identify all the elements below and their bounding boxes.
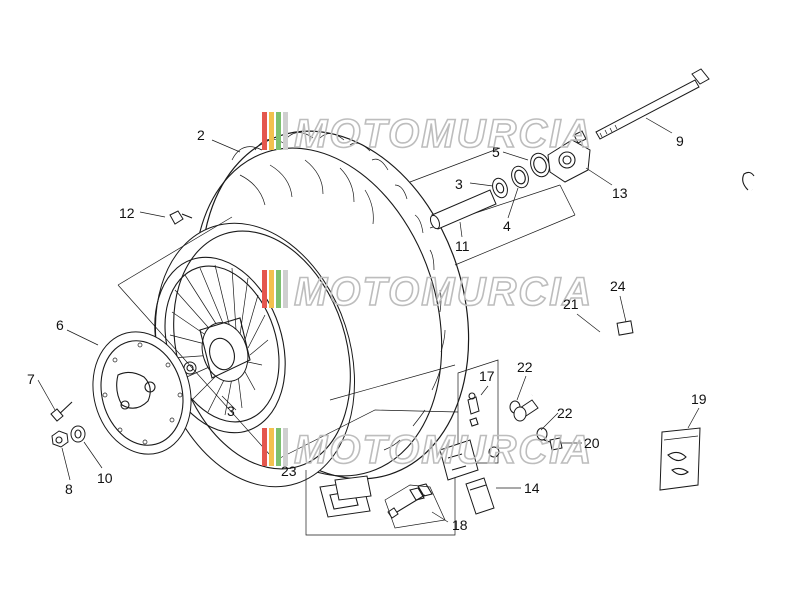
callout-banjo-bolt: 20 — [584, 435, 600, 451]
disc-bolt — [50, 401, 73, 422]
watermark-stripe — [276, 270, 281, 308]
callout-hub-bearing: 3 — [227, 403, 235, 419]
callout-hose-sleeve: 24 — [610, 278, 626, 294]
callout-brake-disc: 6 — [56, 317, 64, 333]
disc-washer — [70, 425, 86, 443]
watermark-stripe — [269, 428, 274, 466]
pad-pin-kit — [384, 483, 446, 529]
pad-spring — [465, 477, 495, 515]
callout-pad-spring: 14 — [524, 480, 540, 496]
speedometer-drive — [547, 130, 591, 183]
axle-spacer — [429, 189, 497, 230]
callout-disc-bolt: 7 — [27, 371, 35, 387]
caliper-body — [439, 439, 500, 481]
callout-tire: 2 — [197, 127, 205, 143]
brake-disc — [92, 331, 192, 455]
callout-oil-seal: 4 — [503, 218, 511, 234]
watermark-stripe — [283, 112, 288, 150]
watermark-stripe — [283, 428, 288, 466]
bearing — [492, 177, 508, 199]
watermark-stripe — [276, 428, 281, 466]
brake-pads — [319, 475, 372, 518]
watermark-text: MOTOMURCIA — [294, 270, 593, 314]
callout-bearing: 3 — [455, 176, 463, 192]
callout-banjo-washer-upper: 22 — [517, 359, 533, 375]
callout-axle-spacer: 11 — [455, 238, 470, 254]
valve-screw — [169, 210, 193, 225]
callout-disc-nut: 8 — [65, 481, 73, 497]
callout-speedometer-drive: 13 — [612, 185, 628, 201]
watermark-stripe — [262, 112, 267, 150]
watermark-stripe — [276, 112, 281, 150]
banjo-bolt — [543, 437, 563, 451]
watermark-text: MOTOMURCIA — [294, 428, 593, 472]
watermark-stripe — [269, 112, 274, 150]
callout-brake-pads: 23 — [281, 463, 297, 479]
caliper-box — [279, 359, 499, 536]
banjo-fitting — [513, 399, 539, 422]
callout-pad-pin-kit: 18 — [452, 517, 468, 533]
watermark-stripe — [283, 270, 288, 308]
callout-bleed-valve: 17 — [479, 368, 495, 384]
rim — [154, 222, 356, 488]
wheel-axle — [595, 68, 710, 140]
watermark-text: MOTOMURCIA — [294, 112, 593, 156]
callout-valve-screw: 12 — [119, 205, 135, 221]
callout-banjo-washer-lower: 22 — [557, 405, 573, 421]
callout-disc-washer: 10 — [97, 470, 113, 486]
callout-brake-hose: 21 — [563, 296, 579, 312]
watermark-stripe — [262, 428, 267, 466]
callout-instruction-booklet: 19 — [691, 391, 707, 407]
leader-lines — [37, 117, 700, 523]
callout-spacer-ring: 5 — [492, 144, 500, 160]
watermark-bottom: MOTOMURCIA — [262, 427, 593, 473]
callout-wheel-axle: 9 — [676, 133, 684, 149]
banjo-washer-lower — [536, 427, 548, 441]
oil-seal — [511, 165, 529, 189]
watermark-stripe — [269, 270, 274, 308]
watermark-top: MOTOMURCIA — [262, 111, 593, 157]
brake-hose — [530, 171, 769, 396]
instruction-booklet — [659, 427, 701, 491]
watermark-stripe — [262, 270, 267, 308]
callout-labels: 2 5 3 12 4 11 9 13 24 21 6 7 3 10 8 17 2… — [27, 127, 707, 533]
disc-nut — [51, 430, 69, 448]
bleed-valve — [467, 392, 480, 427]
watermark-middle: MOTOMURCIA — [262, 269, 593, 315]
